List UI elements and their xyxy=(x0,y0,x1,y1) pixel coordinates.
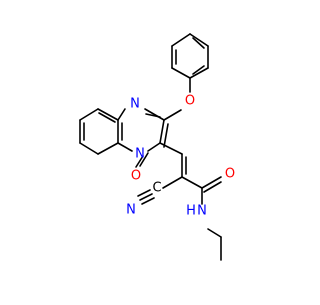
bond-inner xyxy=(192,37,205,49)
bond xyxy=(141,197,155,205)
bond xyxy=(171,67,191,79)
bond xyxy=(97,108,119,121)
structure-canvas: N N O O O N C N H xyxy=(79,33,235,261)
bond xyxy=(189,33,209,47)
bond-inner xyxy=(98,112,116,123)
bond xyxy=(79,142,99,155)
bond xyxy=(171,33,191,47)
bond-inner xyxy=(135,155,144,168)
atom-n-amide: N xyxy=(197,204,207,219)
bond xyxy=(137,189,151,197)
bond-inner xyxy=(203,181,222,193)
bond xyxy=(144,108,165,121)
bond xyxy=(117,142,133,152)
bond-inner xyxy=(192,65,205,75)
atom-n-bridgehead: N xyxy=(135,147,145,162)
bond-inner xyxy=(145,113,161,118)
bond xyxy=(159,119,165,144)
bond xyxy=(189,67,209,79)
bond-layer xyxy=(79,33,222,261)
bond xyxy=(79,108,99,121)
atom-c-nitrile: C xyxy=(152,181,161,196)
bond xyxy=(201,176,222,189)
atom-label-layer: N N O O O N C N H xyxy=(126,94,235,219)
bond xyxy=(147,142,161,152)
bond xyxy=(163,109,182,121)
bond xyxy=(139,152,149,167)
bond xyxy=(139,193,153,201)
atom-h-amide: H xyxy=(186,204,196,219)
bond-inner xyxy=(163,123,169,148)
atom-o-ketone: O xyxy=(131,169,141,184)
atom-o-amide: O xyxy=(225,167,235,182)
bond-hidden xyxy=(182,143,200,154)
bond xyxy=(97,142,119,155)
atom-o-ether: O xyxy=(185,94,195,109)
bond xyxy=(117,108,126,121)
atom-n-ring-top: N xyxy=(130,97,140,112)
bond xyxy=(162,176,183,189)
molecule-diagram: N N O O O N C N H xyxy=(79,33,235,261)
bond xyxy=(181,176,203,189)
atom-n-nitrile: N xyxy=(126,203,136,218)
bond xyxy=(207,228,222,238)
bond xyxy=(159,142,183,155)
